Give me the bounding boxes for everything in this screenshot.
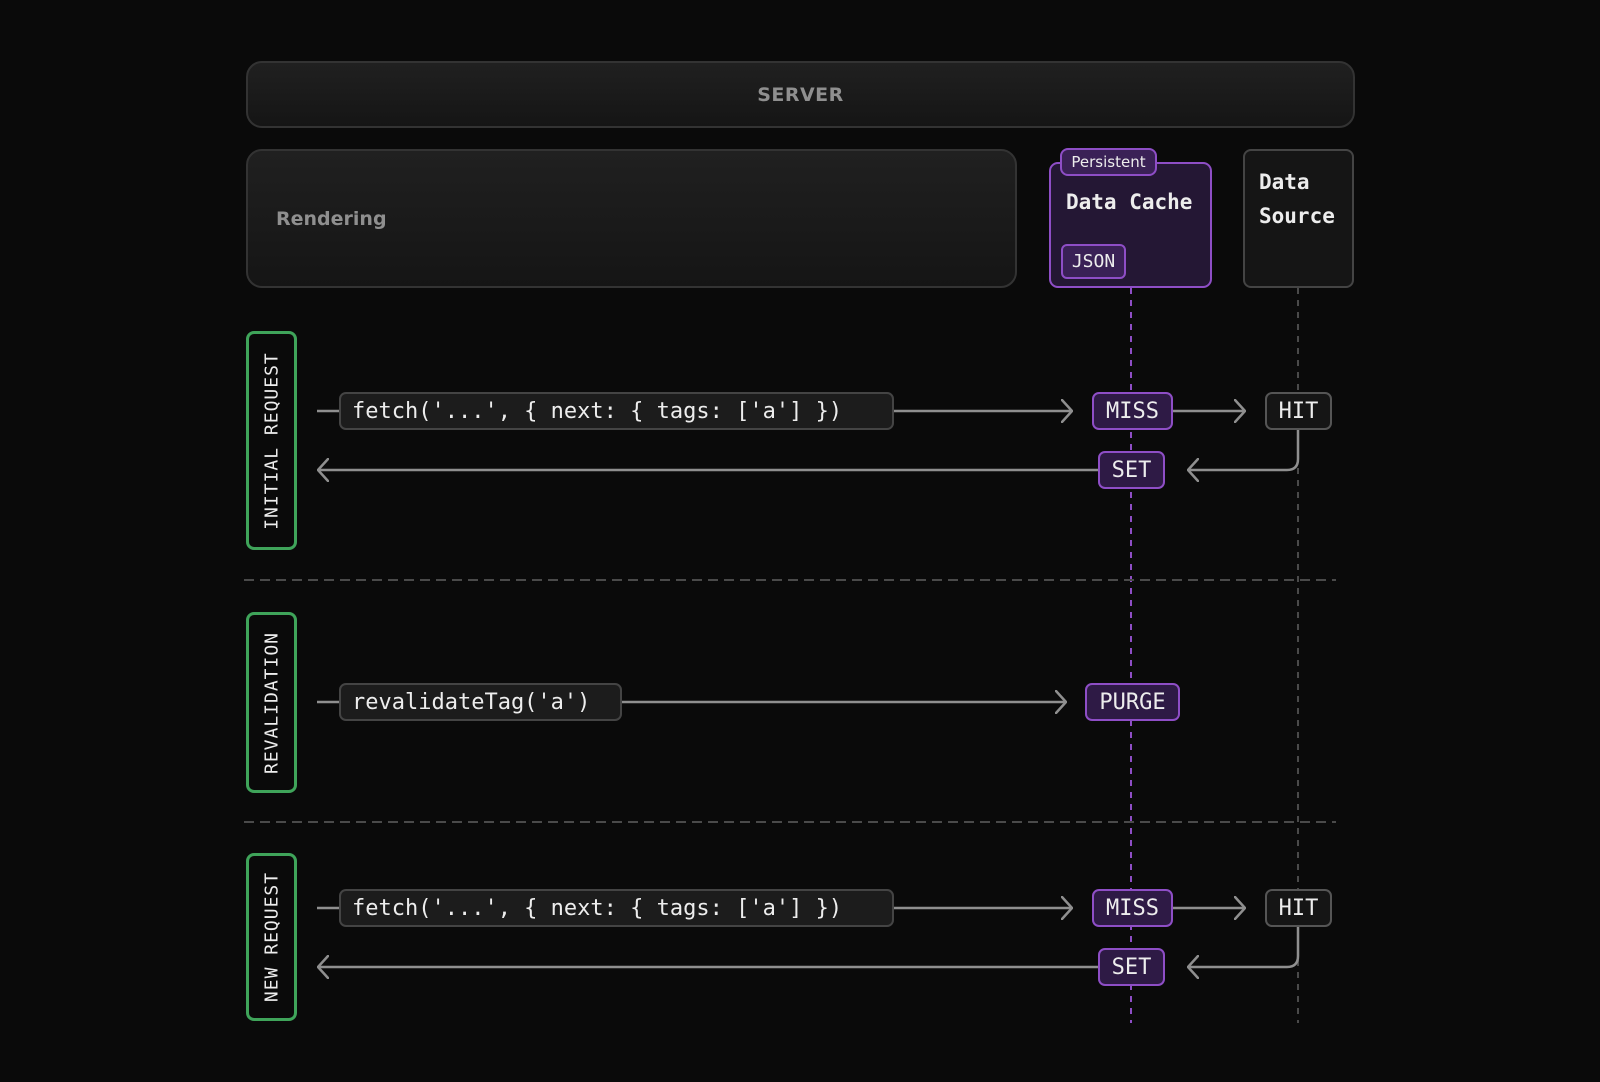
fetch-call: fetch('...', { next: { tags: ['a'] }) [339, 889, 894, 927]
set-tag: SET [1098, 451, 1165, 489]
data-cache-title: Data Cache [1066, 190, 1193, 214]
miss-tag: MISS [1092, 889, 1173, 927]
data-source-title-line2: Source [1259, 204, 1335, 228]
rendering-label: Rendering [276, 207, 387, 230]
server-label: SERVER [757, 83, 844, 106]
data-cache-box: Data Cache JSON [1049, 162, 1212, 288]
purge-tag: PURGE [1085, 683, 1180, 721]
server-box: SERVER [246, 61, 1355, 128]
lane-new-request: NEW REQUEST [246, 853, 297, 1021]
lane-label: NEW REQUEST [261, 871, 282, 1003]
fetch-call: fetch('...', { next: { tags: ['a'] }) [339, 392, 894, 430]
hit-tag: HIT [1265, 889, 1332, 927]
lane-revalidation: REVALIDATION [246, 612, 297, 793]
persistent-badge: Persistent [1060, 148, 1157, 176]
data-source-title: Data Source [1259, 165, 1335, 233]
json-chip: JSON [1061, 244, 1126, 279]
set-tag: SET [1098, 948, 1165, 986]
lane-initial-request: INITIAL REQUEST [246, 331, 297, 550]
data-source-title-line1: Data [1259, 170, 1310, 194]
rendering-box: Rendering [246, 149, 1017, 288]
data-source-box: Data Source [1243, 149, 1354, 288]
miss-tag: MISS [1092, 392, 1173, 430]
hit-tag: HIT [1265, 392, 1332, 430]
revalidate-tag-call: revalidateTag('a') [339, 683, 622, 721]
arrow-source-to-cache [1188, 927, 1300, 967]
arrow-source-to-cache [1188, 430, 1300, 470]
lane-label: INITIAL REQUEST [261, 351, 282, 530]
lane-label: REVALIDATION [261, 631, 282, 774]
